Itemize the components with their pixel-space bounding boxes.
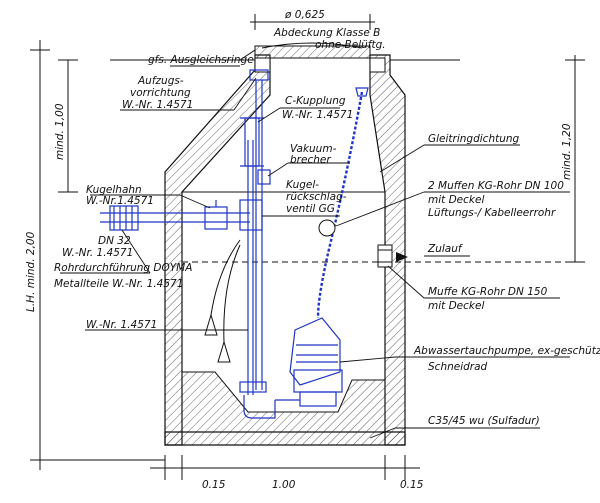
- float-cable-2: [223, 244, 241, 343]
- concrete-shaft: [110, 42, 460, 446]
- kugelhahn-label-1: Kugelhahn: [86, 184, 142, 196]
- inlet-arrow: [396, 252, 408, 262]
- zulauf-label: Zulauf: [427, 243, 464, 255]
- soil-mark: [239, 49, 256, 61]
- float-switch-upper: [204, 313, 218, 336]
- duckfoot-bend: [243, 395, 276, 419]
- equipment: [100, 69, 408, 419]
- wnr-label: W.-Nr. 1.4571: [86, 319, 157, 331]
- leader-lines: [60, 65, 570, 439]
- cover-label-line1: Abdeckung Klasse B: [273, 27, 380, 39]
- labels: ø 0,625 Abdeckung Klasse B ohne Belüftg.…: [54, 9, 600, 427]
- dimension-texts: mind. 1,00 L.H. mind. 2,00 mind. 1,20 0.…: [25, 103, 573, 491]
- manhole-cover: [261, 42, 363, 49]
- dim-right-vertical: mind. 1,20: [561, 123, 573, 180]
- right-dimensions: [385, 55, 585, 263]
- concrete-label: C35/45 wu (Sulfadur): [428, 415, 540, 427]
- dim-bottom-right: 0.15: [400, 479, 424, 491]
- ckupplung-label-2: W.-Nr. 1.4571: [282, 109, 353, 121]
- muffe150-label-1: Muffe KG-Rohr DN 150: [428, 286, 548, 298]
- muffe150-label-2: mit Deckel: [428, 300, 484, 312]
- kugelhahn-label-2: W.-Nr.1.4571: [86, 195, 154, 207]
- float-cable-1: [210, 239, 241, 316]
- rueck-label-1: Kugel-: [286, 179, 319, 191]
- coupling-foot: [239, 381, 267, 393]
- c-coupling: [244, 117, 260, 167]
- pumpe-label-2: Schneidrad: [428, 361, 488, 373]
- float-switch-lower: [217, 340, 231, 363]
- ckupplung-label-1: C-Kupplung: [285, 95, 346, 107]
- rueck-label-2: rückschlag-: [286, 191, 347, 203]
- vacuum-breaker: [257, 169, 271, 185]
- top-dimension: [250, 14, 375, 30]
- check-valve: [239, 199, 263, 231]
- lift-label-1: Aufzugs-: [137, 75, 184, 87]
- muffen-label-3: Lüftungs-/ Kabelleerrohr: [428, 207, 556, 219]
- ball-valve: [204, 206, 228, 230]
- metallteile-label: Metallteile W.-Nr. 1.4571: [54, 278, 183, 290]
- benching: [181, 371, 386, 433]
- wall-penetration: [109, 205, 139, 231]
- lift-label-2: vorrichtung: [130, 87, 191, 99]
- submersible-pump: [275, 317, 343, 407]
- bottom-dimensions: [150, 455, 420, 480]
- chain-hook: [355, 87, 369, 97]
- lift-label-3: W.-Nr. 1.4571: [122, 99, 193, 111]
- diameter-label: ø 0,625: [284, 9, 325, 21]
- muffen-label-2: mit Deckel: [428, 194, 484, 206]
- rings-label: gfs. Ausgleichsringe: [148, 54, 254, 66]
- dim-total-height: L.H. mind. 2,00: [25, 231, 37, 312]
- cover-label-line2: ohne Belüftg.: [315, 39, 386, 51]
- leveling-ring-left: [254, 57, 271, 73]
- vakuum-label-2: brecher: [290, 154, 331, 166]
- cover-frame: [254, 45, 371, 59]
- base-slab: [164, 431, 406, 446]
- pumpe-label-1: Abwassertauchpumpe, ex-geschützt: [413, 345, 600, 357]
- dim-bottom-left: 0.15: [202, 479, 226, 491]
- lifting-chain: [316, 91, 364, 319]
- gleitring-label: Gleitringdichtung: [428, 133, 520, 145]
- leveling-ring-right: [369, 57, 386, 73]
- dim-bottom-mid: 1.00: [272, 479, 296, 491]
- rueck-label-3: ventil GG: [286, 203, 335, 215]
- vakuum-label-1: Vakuum-: [290, 143, 337, 155]
- dn32-label-1: DN 32: [98, 235, 131, 247]
- dim-left-vertical: mind. 1,00: [54, 103, 66, 160]
- muffen-label-1: 2 Muffen KG-Rohr DN 100: [428, 180, 564, 192]
- inlet-socket: [377, 244, 393, 268]
- left-dimensions: [30, 40, 165, 470]
- lifting-device: [249, 69, 269, 81]
- vent-socket: [318, 219, 336, 237]
- doyma-label: Rohrdurchführung DOYMA: [54, 262, 192, 274]
- dn32-label-2: W.-Nr. 1.4571: [62, 247, 133, 259]
